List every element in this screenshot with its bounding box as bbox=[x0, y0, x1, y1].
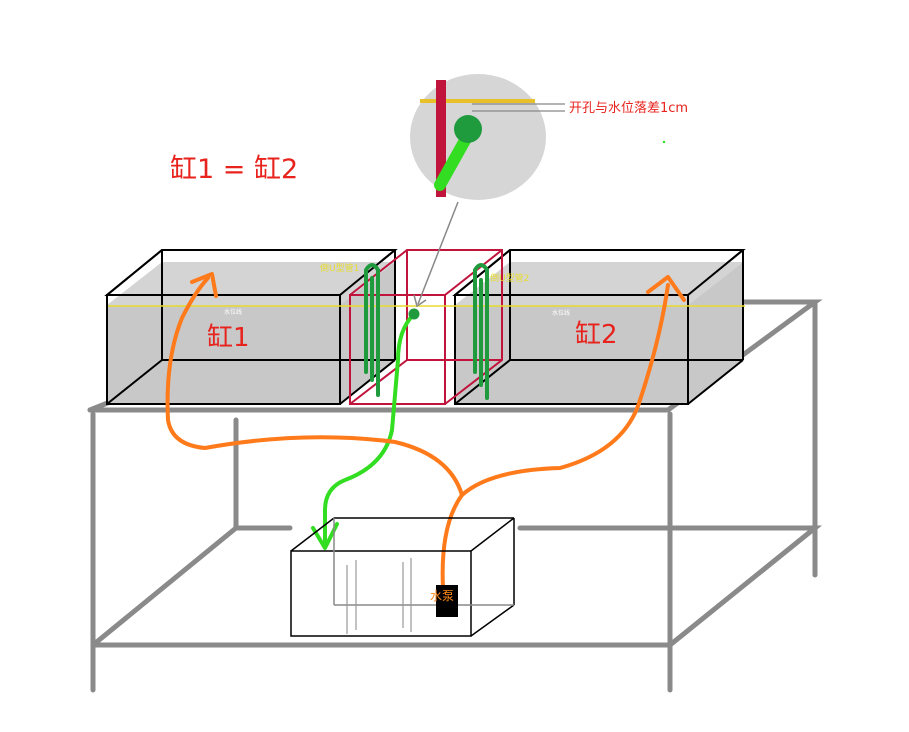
tank-2-label: 缸2 bbox=[575, 320, 618, 350]
u-tube-1 bbox=[364, 263, 380, 397]
sump-box bbox=[290, 517, 515, 637]
u-tube-2 bbox=[473, 263, 489, 400]
utube-2-label: 倒U型管2 bbox=[490, 272, 529, 284]
tank-2 bbox=[452, 249, 746, 405]
pump-lines bbox=[165, 272, 686, 590]
return-pipe bbox=[311, 308, 420, 550]
callout-zoom bbox=[410, 74, 666, 308]
water-level-label-2: 水位线 bbox=[552, 309, 570, 317]
equation-label: 缸1 = 缸2 bbox=[170, 154, 298, 185]
tank-1-label: 缸1 bbox=[207, 323, 250, 353]
sump-baffles bbox=[346, 558, 412, 634]
water-level-label-1: 水位线 bbox=[224, 308, 242, 316]
callout-note: 开孔与水位落差1cm bbox=[569, 101, 688, 116]
pump-label: 水泵 bbox=[430, 589, 454, 603]
pump bbox=[436, 585, 458, 617]
utube-1-label: 倒U型管1 bbox=[320, 262, 359, 274]
